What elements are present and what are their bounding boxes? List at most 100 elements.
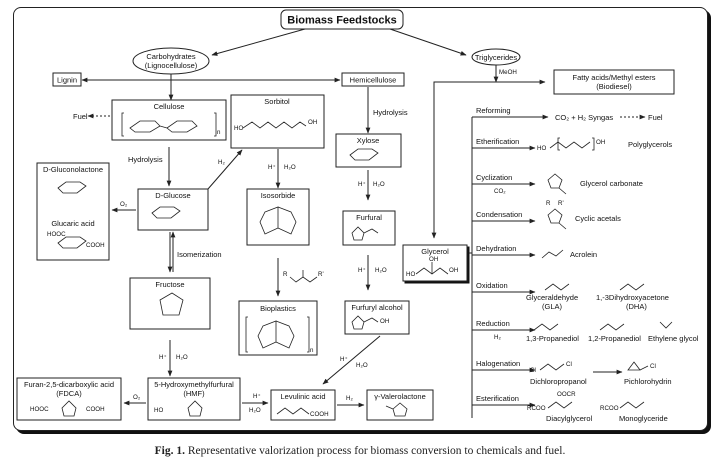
sorbitol-node: Sorbitol HO OH — [230, 94, 325, 149]
carbohydrates-label: Carbohydrates — [146, 52, 195, 61]
route-label-reduction: Reduction — [476, 319, 510, 328]
route-label-cyclization: Cyclization — [476, 173, 512, 182]
polyglycerol-ho: HO — [537, 145, 546, 152]
cellulose-node: Cellulose n — [111, 99, 227, 141]
hmf-abbr-label: (HMF) — [183, 389, 205, 398]
polyglycerols-label: Polyglycerols — [628, 140, 672, 149]
h-plus-label-3: H⁺ — [358, 267, 366, 274]
h2o-label-3: H₂O — [375, 267, 387, 274]
fructose-label: Fructose — [155, 280, 184, 289]
glycerol-oh: OH — [449, 267, 458, 274]
figure-caption: Fig. 1. Representative valorization proc… — [0, 445, 720, 457]
reagent-r: R — [283, 271, 288, 278]
syngas-label: CO₂ + H₂ Syngas — [555, 113, 613, 122]
route-label-oxidation: Oxidation — [476, 281, 508, 290]
h-plus-label-4: H⁺ — [340, 356, 348, 363]
dha-label: (DHA) — [626, 302, 647, 311]
caption-text: Representative valorization process for … — [185, 445, 566, 457]
furfuryl-oh: OH — [380, 318, 389, 325]
hydrolysis-cellulose-label: Hydrolysis — [128, 155, 163, 164]
d-glucose-label: D-Glucose — [155, 191, 190, 200]
dichloropropanol-label: Dichloropropanol — [530, 377, 587, 386]
glycerol-carbonate-label: Glycerol carbonate — [580, 179, 643, 188]
isosorbide-label: Isosorbide — [261, 191, 296, 200]
cellulose-label: Cellulose — [154, 102, 185, 111]
h-plus-label-5: H⁺ — [159, 354, 167, 361]
triglycerides-label: Triglycerides — [475, 53, 517, 62]
mag-rcoo: RCOO — [600, 405, 619, 412]
lignocellulose-label: (Lignocellulose) — [145, 61, 198, 70]
route-label-etherification: Etherification — [476, 137, 519, 146]
route-label-reforming: Reforming — [476, 106, 511, 115]
glyceraldehyde-label: Glyceraldehyde — [526, 293, 578, 302]
arrow-glucose-sorbitol — [207, 149, 243, 190]
fuel-right-label: Fuel — [648, 113, 663, 122]
d-glucose-node: D-Glucose — [137, 188, 209, 231]
dag-oocr: OOCR — [557, 391, 576, 398]
xylose-label: Xylose — [357, 136, 380, 145]
polyglycerol-oh: OH — [596, 139, 605, 146]
propanediol-13-label: 1,3-Propanediol — [526, 334, 579, 343]
carbohydrates-node: Carbohydrates (Lignocellulose) — [132, 47, 210, 75]
propanediol-12-label: 1,2-Propanediol — [588, 334, 641, 343]
xylose-node: Xylose — [335, 133, 402, 168]
isosorbide-node: Isosorbide — [246, 188, 310, 246]
glycerol-oh-top: OH — [429, 256, 438, 263]
route-label-esterification: Esterification — [476, 394, 519, 403]
hemicellulose-label: Hemicellulose — [350, 76, 397, 85]
route-label-condensation: Condensation — [476, 210, 522, 219]
fatty-acids-label: Fatty acids/Methyl esters — [573, 73, 656, 82]
furfuryl-alcohol-label: Furfuryl alcohol — [351, 303, 403, 312]
h2-label-2: H₂ — [346, 395, 353, 402]
fdca-abbr-label: (FDCA) — [56, 389, 82, 398]
caption-label: Fig. 1. — [154, 445, 185, 457]
biodiesel-label: (Biodiesel) — [596, 82, 632, 91]
dcp-cl-right: Cl — [566, 361, 572, 368]
isomerization-label: Isomerization — [177, 250, 222, 259]
acetal-r-prime: R' — [558, 200, 564, 207]
bioplastics-label: Bioplastics — [260, 304, 296, 313]
furfural-label: Furfural — [356, 213, 382, 222]
h2o-label-4: H₂O — [356, 362, 368, 369]
cellulose-n: n — [217, 129, 221, 136]
arrow-root-triglycerides — [389, 28, 467, 56]
route-reagent-cyclization: CO₂ — [494, 188, 506, 195]
route-label-dehydration: Dehydration — [476, 244, 516, 253]
hemicellulose-node: Hemicellulose — [341, 72, 405, 87]
bioplastics-node: Bioplastics n — [238, 300, 318, 356]
sorbitol-ho: HO — [234, 125, 243, 132]
fdca-node: Furan-2,5-dicarboxylic acid (FDCA) HOOC … — [16, 377, 122, 421]
gvl-label: γ-Valerolactone — [374, 392, 426, 401]
fdca-cooh: COOH — [86, 406, 105, 413]
h2-label-1: H₂ — [218, 159, 225, 166]
o2-label-1: O₂ — [120, 201, 128, 208]
ethylene-glycol-label: Ethylene glycol — [648, 334, 699, 343]
o2-label-2: O₂ — [133, 394, 141, 401]
arrow-furfuryl-levulinic — [322, 335, 381, 385]
hydrolysis-hemi-label: Hydrolysis — [373, 108, 408, 117]
glucaric-acid-label: Glucaric acid — [51, 219, 94, 228]
carbonate-reagent: R R' — [283, 270, 324, 283]
h2o-label-2: H₂O — [373, 181, 385, 188]
levulinic-acid-label: Levulinic acid — [280, 392, 325, 401]
sorbitol-oh: OH — [308, 119, 317, 126]
monoglyceride-label: Monoglyceride — [619, 414, 668, 423]
glycerol-label: Glycerol — [421, 247, 449, 256]
fdca-label: Furan-2,5-dicarboxylic acid — [24, 380, 114, 389]
flow-diagram: Biomass Feedstocks Carbohydrates (Lignoc… — [16, 9, 699, 423]
levulinic-cooh: COOH — [310, 411, 329, 418]
h2o-label-1: H₂O — [284, 164, 296, 171]
acrolein-label: Acrolein — [570, 250, 597, 259]
dcp-cl-left: Cl — [530, 367, 536, 374]
bioplastics-n: n — [310, 347, 314, 354]
gvl-node: γ-Valerolactone — [366, 389, 434, 421]
meoh-label: MeOH — [499, 69, 517, 76]
fuel-left-label: Fuel — [73, 112, 88, 121]
arrow-root-carbohydrates — [211, 28, 306, 56]
glycerol-ho: HO — [406, 271, 415, 278]
gla-label: (GLA) — [542, 302, 563, 311]
diacylglycerol-label: Diacylglycerol — [546, 414, 593, 423]
triglycerides-node: Triglycerides — [471, 48, 521, 66]
dha-full-label: 1,-3Dihydroxyacetone — [596, 293, 669, 302]
